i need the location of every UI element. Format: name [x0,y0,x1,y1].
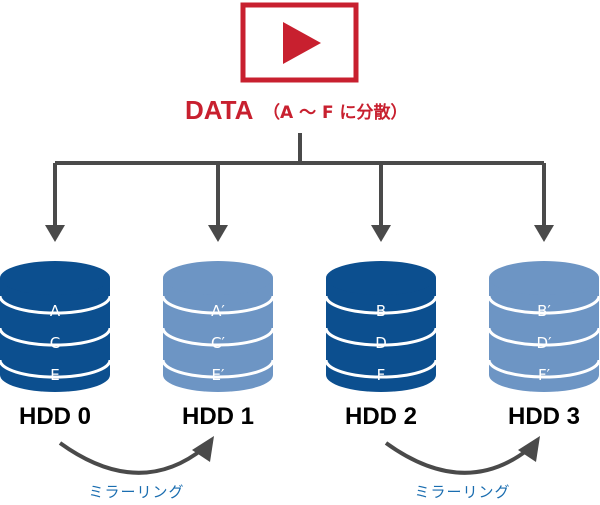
disk-block-label: B′ [537,302,551,320]
mirroring-arrow-0: ミラーリング [58,436,214,501]
disk-separator-1 [161,327,275,347]
mirroring-label: ミラーリング [88,483,184,501]
disk-top [163,261,273,295]
disk-label: HDD 0 [19,403,91,430]
mirroring-arrowhead [192,436,214,462]
disk-block-label: A [50,302,61,320]
disk-separator-2 [324,359,438,379]
mirroring-label: ミラーリング [414,483,510,501]
source-subtitle: （A ～ F に分散） [263,102,408,123]
disk-2: BDF HDD 2 [324,261,438,430]
mirroring-curve [384,441,532,475]
disk-separator-0 [161,295,275,315]
source-play-icon [240,2,359,83]
disk-block-label: D [375,334,387,352]
disk-separator-0 [324,295,438,315]
disk-block-label: C′ [211,334,225,352]
disk-separator-0 [487,295,600,315]
down-arrow-3 [534,225,554,242]
down-arrow-1 [208,225,228,242]
disk-block-label: B [376,302,386,320]
down-arrow-0 [45,225,65,242]
disk-block-label: E [50,366,59,384]
mirroring-group: ミラーリング ミラーリング [58,436,540,501]
disk-separator-0 [0,295,112,315]
mirroring-curve [58,441,206,475]
disk-body [326,278,436,392]
disk-top [326,261,436,295]
disk-block-label: F′ [538,366,551,384]
disk-block-label: C [50,334,60,352]
mirroring-arrowhead [518,436,540,462]
disk-body [0,278,110,392]
disk-label: HDD 2 [345,403,417,430]
disk-top [0,261,110,295]
disk-3: B′ D′ F′ HDD 3 [487,261,600,430]
disk-body [489,278,599,392]
disk-separator-1 [487,327,600,347]
down-arrow-2 [371,225,391,242]
mirroring-arrow-1: ミラーリング [384,436,540,501]
disk-block-label: E′ [212,366,225,384]
disk-label: HDD 1 [182,403,254,430]
disk-separator-2 [487,359,600,379]
disk-separator-2 [161,359,275,379]
disk-1: A′ C′ E′ HDD 1 [161,261,275,430]
disk-0: ACE HDD 0 [0,261,112,430]
disk-block-label: A′ [211,302,225,320]
source-title: DATA [185,95,254,125]
distribution-connectors [45,133,554,242]
disk-group: ACE HDD 0 A′ C′ E′ HDD 1 BDF HDD 2 B′ D′ F′ HDD 3 [0,261,600,430]
disk-block-label: F [377,366,386,384]
disk-label: HDD 3 [508,403,580,430]
disk-separator-2 [0,359,112,379]
disk-separator-1 [0,327,112,347]
disk-body [163,278,273,392]
disk-top [489,261,599,295]
disk-separator-1 [324,327,438,347]
disk-block-label: D′ [537,334,553,352]
